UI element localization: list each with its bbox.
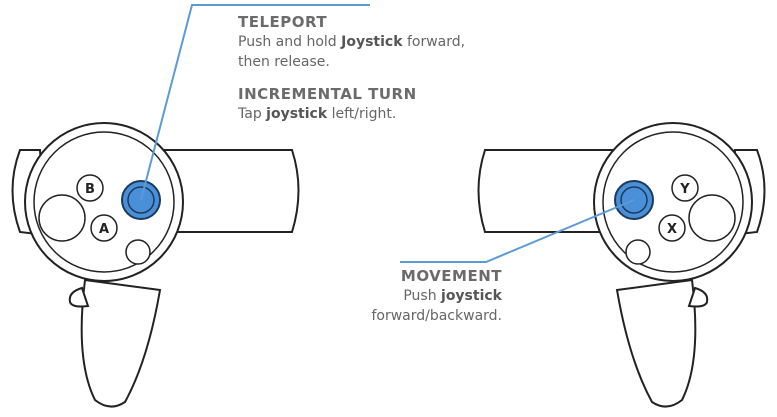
- left-controller-handle: [615, 278, 697, 408]
- left-thumbrest: [688, 194, 736, 242]
- button-x: [658, 214, 686, 242]
- teleport-callout-line: [140, 4, 370, 201]
- left-menu-button: [625, 239, 651, 265]
- button-a: [90, 214, 118, 242]
- movement-title: MOVEMENT: [400, 267, 502, 285]
- button-y: [671, 174, 699, 202]
- movement-annotation: MOVEMENT Push joystick forward/backward.: [371, 266, 502, 326]
- movement-joystick-word: joystick: [441, 288, 502, 304]
- teleport-line-2: then release.: [238, 54, 330, 70]
- button-b-label: B: [85, 182, 95, 197]
- left-controller: [477, 122, 766, 408]
- incremental-turn-line: Tap joystick left/right.: [238, 104, 417, 124]
- incremental-turn-post: left/right.: [327, 106, 397, 122]
- teleport-joystick-word: Joystick: [341, 34, 403, 50]
- button-a-label: A: [99, 222, 109, 237]
- left-controller-ring-arm: [477, 149, 617, 233]
- movement-line-2: forward/backward.: [371, 308, 502, 324]
- movement-line-1-pre: Push: [403, 288, 442, 304]
- incremental-turn-pre: Tap: [238, 106, 267, 122]
- teleport-annotation: TELEPORT Push and hold Joystick forward,…: [238, 12, 465, 72]
- movement-line-1: Push joystick: [371, 286, 502, 306]
- right-controller: [11, 122, 300, 408]
- teleport-title: TELEPORT: [238, 13, 328, 31]
- incremental-turn-joystick-word: joystick: [266, 106, 328, 122]
- incremental-turn-annotation: INCREMENTAL TURN Tap joystick left/right…: [238, 84, 417, 124]
- button-y-label: Y: [679, 182, 690, 197]
- right-thumbrest: [38, 194, 86, 242]
- button-b: [76, 174, 104, 202]
- right-controller-ring-arm: [158, 149, 300, 233]
- incremental-turn-title: INCREMENTAL TURN: [238, 85, 417, 103]
- movement-callout-line: [400, 199, 635, 263]
- left-controller-trigger: [687, 286, 709, 308]
- teleport-line-1-post: forward,: [402, 34, 466, 50]
- right-controller-handle: [80, 278, 162, 408]
- teleport-line-1-pre: Push and hold: [238, 34, 342, 50]
- teleport-line-1: Push and hold Joystick forward,: [238, 32, 465, 52]
- right-menu-button: [125, 239, 151, 265]
- button-x-label: X: [667, 222, 677, 237]
- right-controller-trigger: [68, 286, 90, 308]
